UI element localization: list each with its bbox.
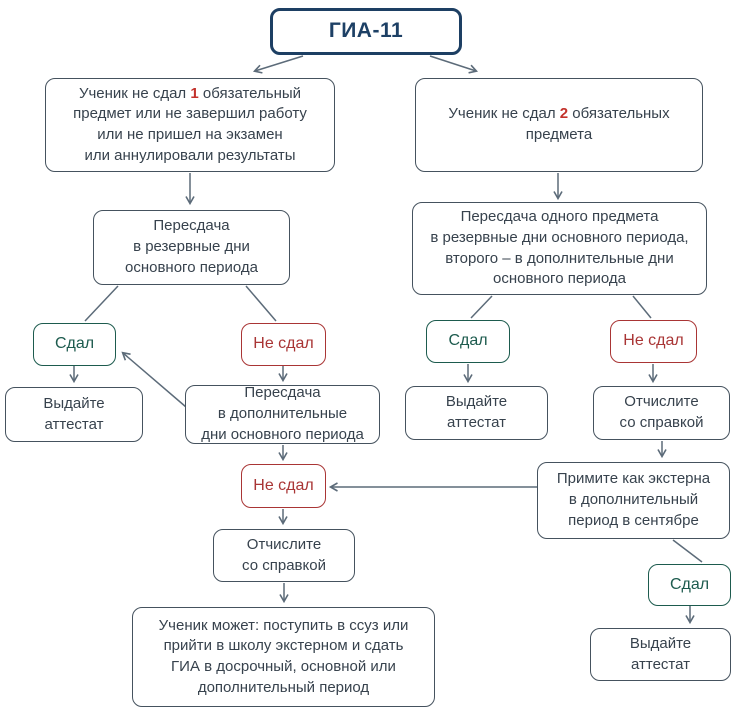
node-failed-right: Не сдал [610,320,697,363]
node-title-gia11: ГИА-11 [270,8,462,55]
node-fail-one-subject: Ученик не сдал 1 обязательный предмет ил… [45,78,335,172]
node-retake-reserve-days: Пересдача в резервные дни основного пери… [93,210,290,285]
node-failed-middle: Не сдал [241,464,326,508]
node-student-options: Ученик может: поступить в ссуз или прийт… [132,607,435,707]
node-retake-one-subject-reserve: Пересдача одного предмета в резервные дн… [412,202,707,295]
node-passed-left: Сдал [33,323,116,366]
highlight-number-1: 1 [190,84,199,102]
node-issue-certificate-left: Выдайте аттестат [5,387,143,442]
node-accept-as-extern: Примите как экстерна в дополнительный пе… [537,462,730,539]
node-passed-september: Сдал [648,564,731,606]
fail-one-subject-label: Ученик не сдал 1 обязательный предмет ил… [73,84,307,164]
node-issue-certificate-right: Выдайте аттестат [405,386,548,440]
node-passed-right: Сдал [426,320,510,363]
node-issue-certificate-bottom: Выдайте аттестат [590,628,731,681]
node-failed-left: Не сдал [241,323,326,366]
title-label: ГИА-11 [328,19,404,43]
node-retake-additional-days: Пересдача в дополнительные дни основного… [185,384,380,444]
node-fail-two-subjects: Ученик не сдал 2 обязательных предмета [415,78,703,172]
fail-two-subjects-label: Ученик не сдал 2 обязательных предмета [448,105,670,143]
node-expel-with-reference-middle: Отчислите со справкой [213,529,355,582]
highlight-number-2: 2 [559,105,569,123]
node-expel-with-reference-right: Отчислите со справкой [593,386,730,440]
